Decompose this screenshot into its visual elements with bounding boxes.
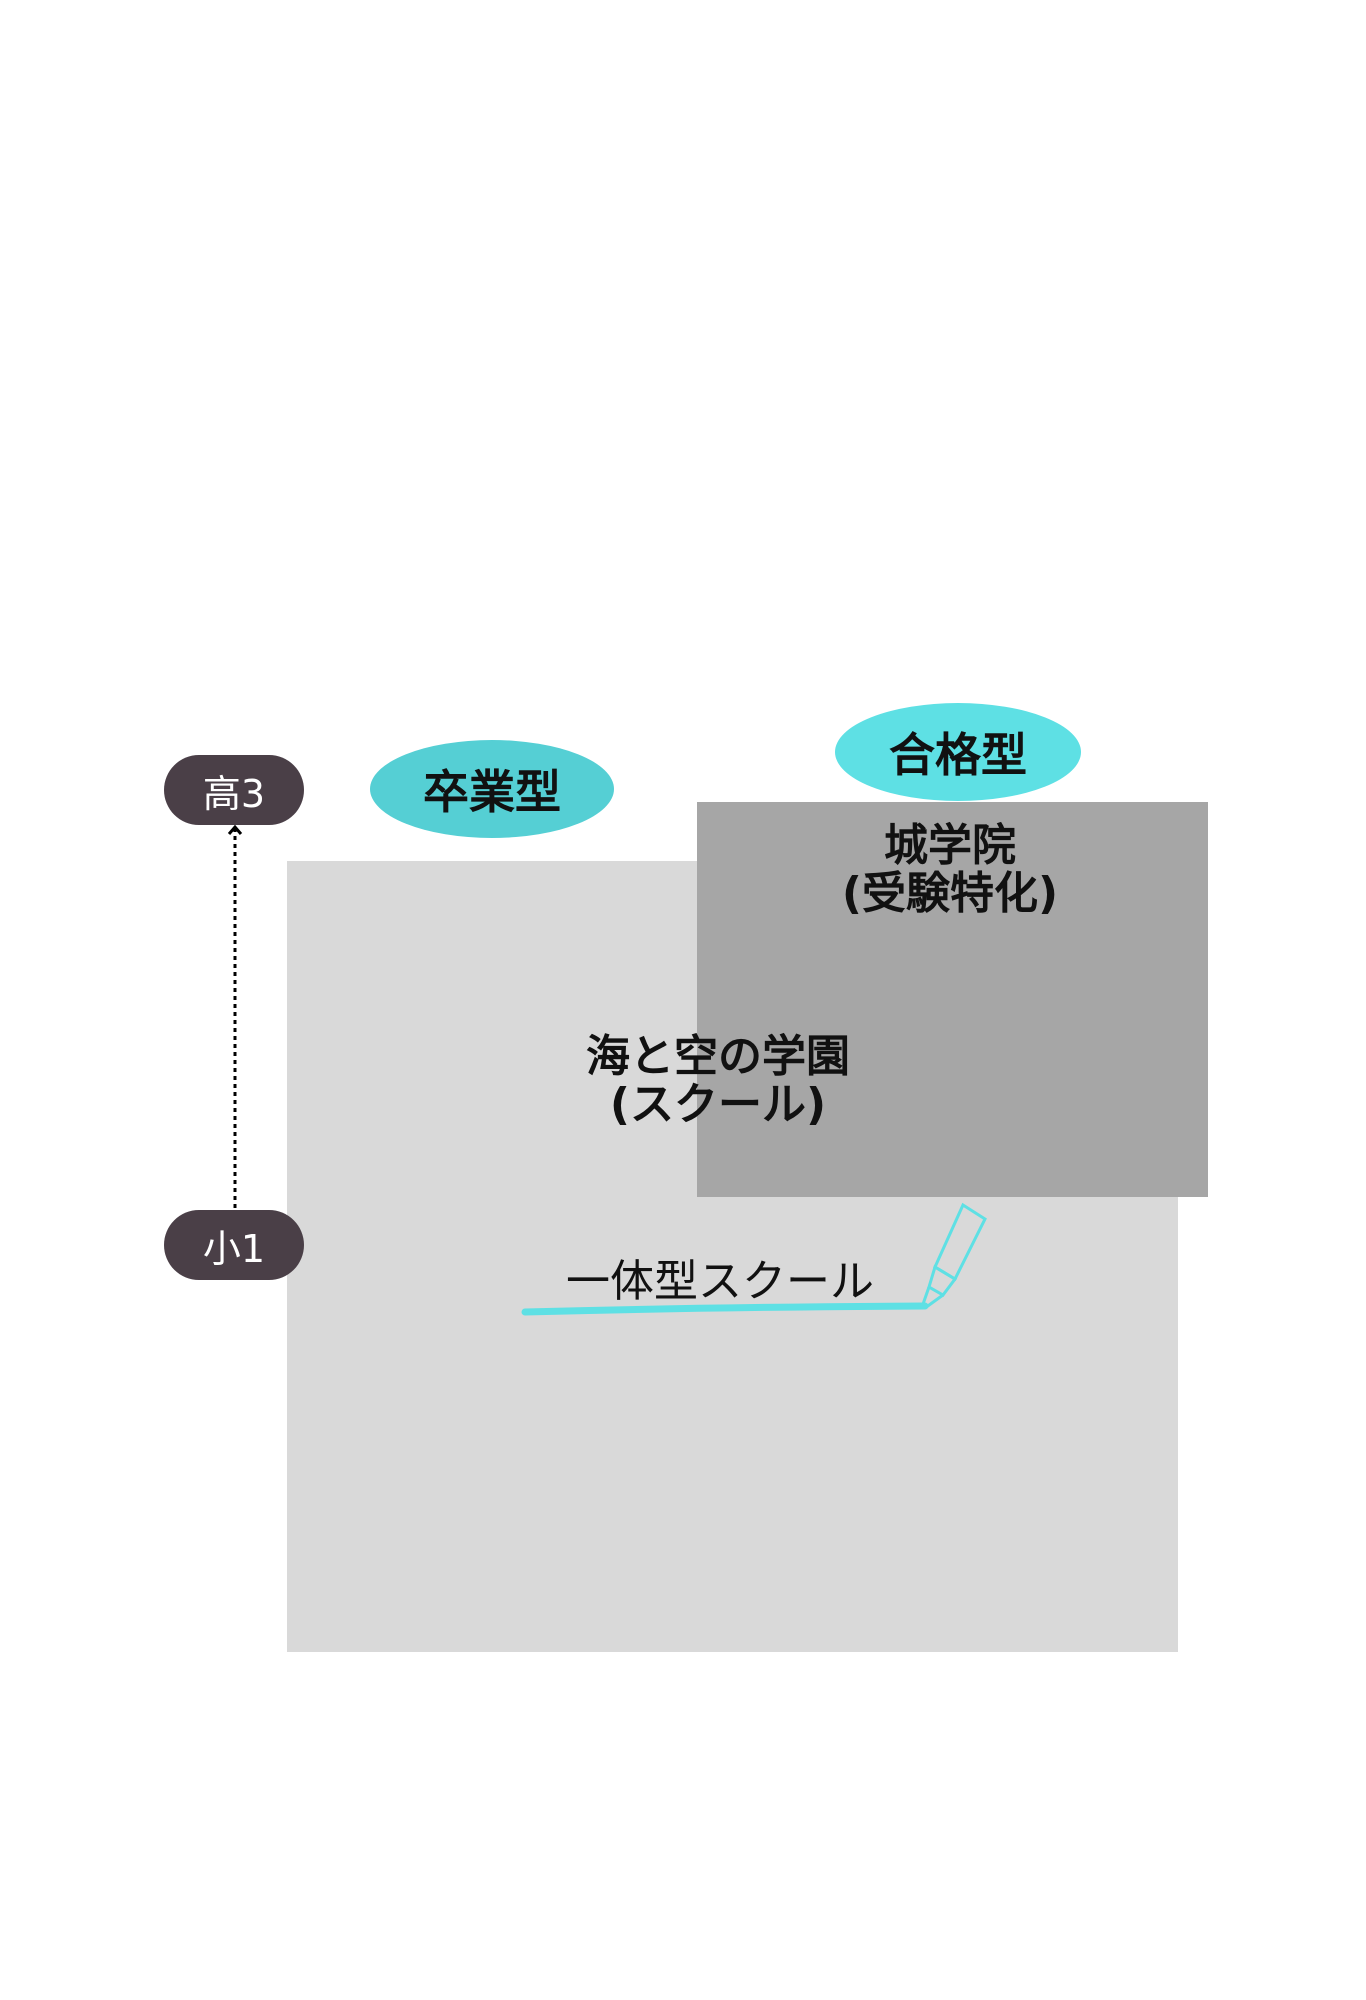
- exam-school-area: [697, 802, 1208, 1197]
- grade-arrow-icon: [227, 824, 243, 1212]
- integrated-school-subtitle: (スクール): [609, 1079, 827, 1130]
- grade-label-top: 高3: [164, 755, 304, 825]
- exam-school-subtitle: (受験特化): [841, 868, 1059, 919]
- highlighter-marker-icon: [521, 1202, 987, 1316]
- graduation-type-badge: 卒業型: [370, 740, 614, 838]
- pass-type-badge: 合格型: [835, 703, 1081, 801]
- exam-school-label: 城学院 (受験特化): [800, 822, 1100, 918]
- integrated-school-label: 海と空の学園 (スクール): [540, 1033, 896, 1129]
- exam-school-name: 城学院: [884, 820, 1016, 871]
- integrated-school-name: 海と空の学園: [586, 1031, 850, 1082]
- grade-label-bottom: 小1: [164, 1210, 304, 1280]
- caption: 一体型スクール: [566, 1256, 874, 1307]
